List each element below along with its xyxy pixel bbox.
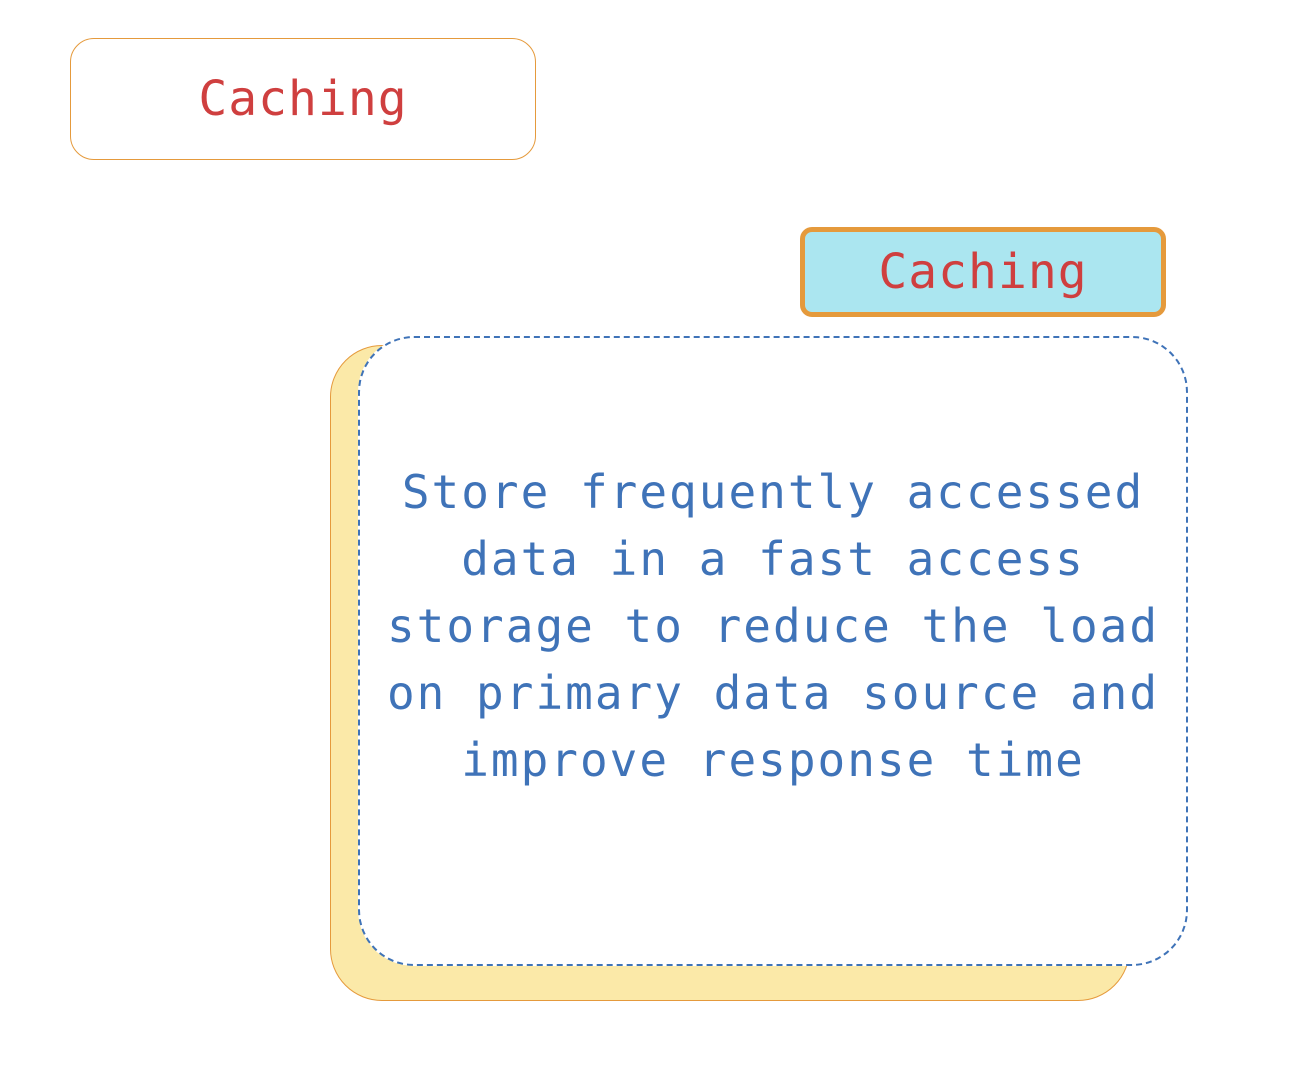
- heading-box: Caching: [70, 38, 536, 160]
- description-card: Store frequently accessed data in a fast…: [358, 336, 1188, 966]
- card-description: Store frequently accessed data in a fast…: [386, 464, 1160, 787]
- card-tag-label: Caching: [878, 244, 1088, 300]
- card-tag: Caching: [800, 227, 1166, 317]
- heading-title: Caching: [198, 71, 408, 127]
